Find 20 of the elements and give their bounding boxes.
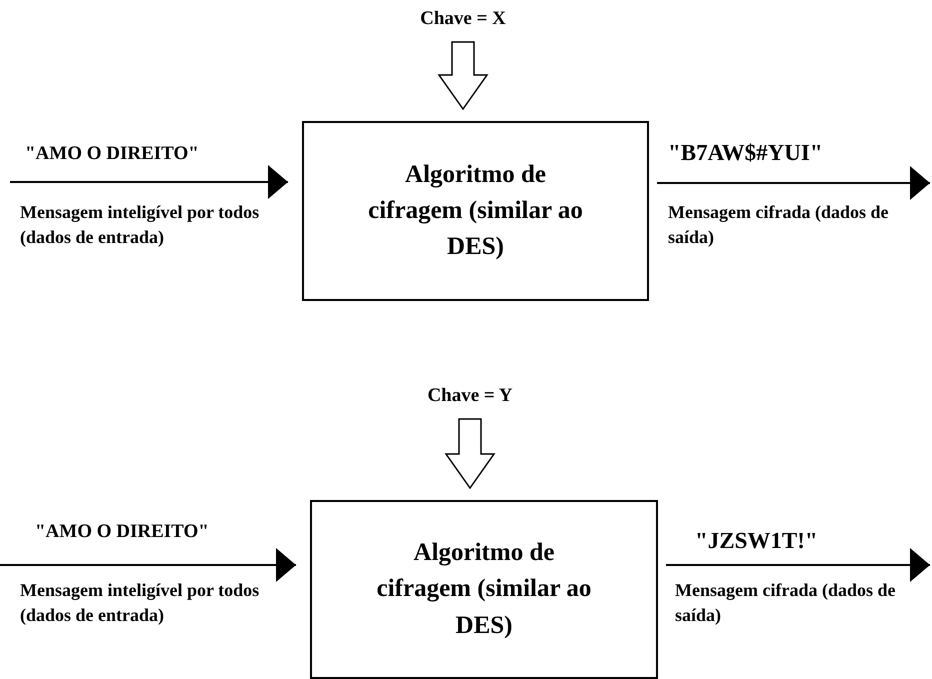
edge-label: "AMO O DIREITO" <box>25 143 199 165</box>
description-text: Mensagem cifrada (dados de saída) <box>675 579 896 628</box>
description-text: Mensagem cifrada (dados de saída) <box>668 201 890 250</box>
edge-label: "AMO O DIREITO" <box>35 521 209 543</box>
hollow-arrow <box>444 418 496 490</box>
description-text: Mensagem inteligível por todos (dados de entrada) <box>20 201 260 250</box>
arrow <box>10 165 288 199</box>
edge-label: "JZSW1T!" <box>695 528 818 554</box>
arrow <box>657 166 930 200</box>
arrow <box>0 548 296 582</box>
edge-label: "B7AW$#YUI" <box>668 140 823 166</box>
process-box <box>310 500 658 679</box>
key-label: Chave = X <box>420 8 506 30</box>
hollow-arrow <box>438 41 488 110</box>
process-text: Algoritmo de cifragem (similar ao DES) <box>376 538 592 641</box>
description-text: Mensagem inteligível por todos (dados de entrada) <box>20 579 260 628</box>
process-box <box>302 121 649 301</box>
arrow <box>666 548 930 582</box>
key-label: Chave = Y <box>427 385 513 407</box>
process-text: Algoritmo de cifragem (similar ao DES) <box>367 160 584 262</box>
